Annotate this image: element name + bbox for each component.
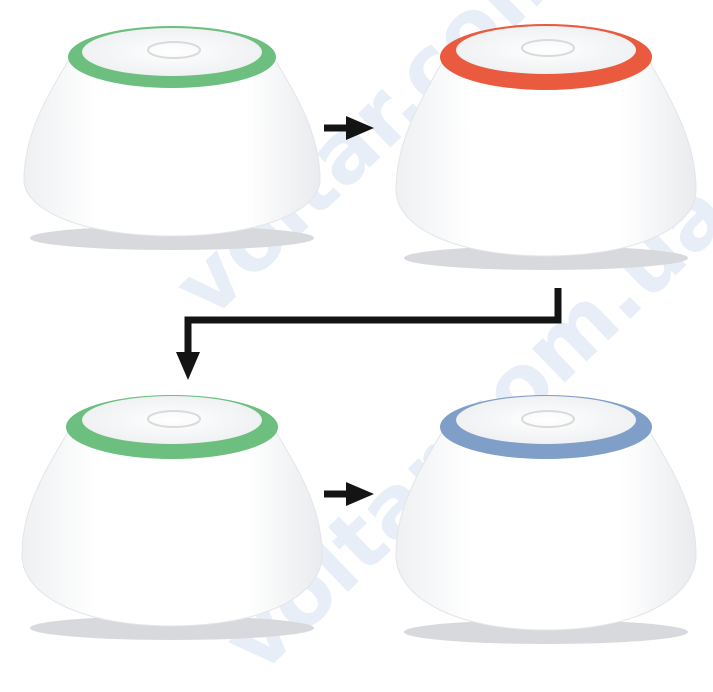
device-3-logo-mark xyxy=(147,410,201,428)
device-2-body xyxy=(395,54,697,257)
device-3 xyxy=(21,395,323,640)
arrow-1-to-2 xyxy=(324,116,374,140)
device-2 xyxy=(395,24,697,270)
device-4 xyxy=(395,395,697,644)
device-4-logo-mark xyxy=(521,410,575,428)
device-1-top-surface xyxy=(82,28,262,76)
device-2-logo-mark xyxy=(521,39,575,57)
device-3-top-surface xyxy=(82,396,262,444)
device-1-logo-mark xyxy=(147,41,201,59)
device-1 xyxy=(23,26,321,250)
device-4-shadow xyxy=(404,620,688,644)
diagram-canvas xyxy=(21,24,697,644)
device-4-top-surface xyxy=(456,396,636,444)
device-3-shadow xyxy=(30,616,314,640)
device-1-body xyxy=(23,54,321,237)
device-2-shadow xyxy=(404,246,688,270)
device-4-body xyxy=(395,424,697,631)
arrow-2-to-3 xyxy=(176,288,562,380)
device-2-top-surface xyxy=(456,26,636,74)
arrow-3-to-4 xyxy=(324,482,374,506)
device-3-body xyxy=(21,424,323,627)
device-1-shadow xyxy=(30,226,314,250)
